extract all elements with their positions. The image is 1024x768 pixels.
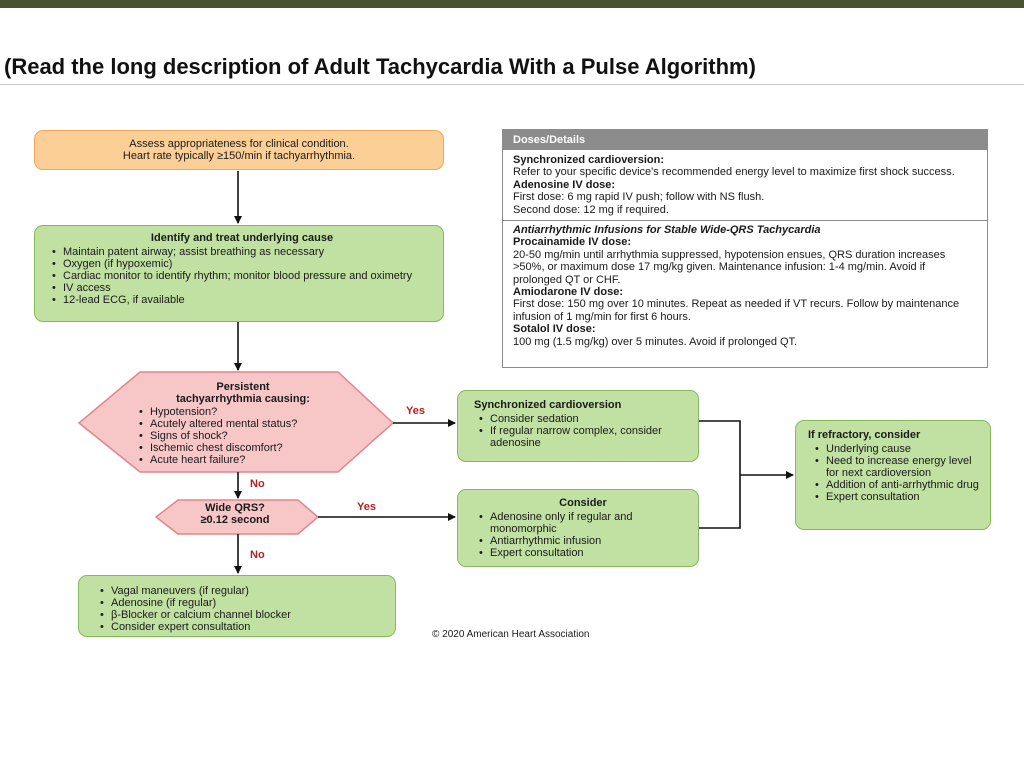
persistent-item: Acute heart failure? [139, 454, 358, 466]
assess-box: Assess appropriateness for clinical cond… [34, 130, 444, 170]
consider-item: Adenosine only if regular and monomorphi… [479, 511, 690, 535]
procainamide-dose-text: 20-50 mg/min until arrhythmia suppressed… [513, 248, 946, 286]
top-bar [0, 0, 1024, 8]
adenosine-dose-line-2: Second dose: 12 mg if required. [513, 203, 669, 216]
infusions-title: Antiarrhythmic Infusions for Stable Wide… [513, 224, 821, 237]
consider-box: Consider Adenosine only if regular and m… [457, 489, 699, 567]
refractory-title: If refractory, consider [808, 429, 921, 441]
wide-qrs-decision-text: Wide QRS? ≥0.12 second [155, 502, 315, 526]
refractory-item: Need to increase energy level for next c… [815, 455, 982, 479]
cardioversion-item: Consider sedation [479, 413, 690, 425]
persistent-decision-text: Persistent tachyarrhythmia causing: Hypo… [128, 381, 358, 466]
wide-qrs-line-1: Wide QRS? [205, 502, 265, 514]
sync-cardioversion-dose-title: Synchronized cardioversion: [513, 154, 664, 166]
vagal-item: Vagal maneuvers (if regular) [100, 585, 387, 597]
consider-title: Consider [559, 497, 607, 509]
identify-item: Cardiac monitor to identify rhythm; moni… [52, 270, 435, 282]
connector-consider [699, 475, 741, 529]
vagal-item: Adenosine (if regular) [100, 597, 387, 609]
sotalol-dose-title: Sotalol IV dose: [513, 323, 596, 336]
yes-label-wide-qrs: Yes [357, 501, 376, 513]
doses-section-infusions: Antiarrhythmic Infusions for Stable Wide… [503, 220, 987, 348]
doses-section-primary: Synchronized cardioversion: Refer to you… [503, 150, 987, 216]
persistent-item: Ischemic chest discomfort? [139, 442, 358, 454]
adenosine-dose-line-1: First dose: 6 mg rapid IV push; follow w… [513, 191, 765, 204]
refractory-item: Expert consultation [815, 491, 982, 503]
identify-treat-box: Identify and treat underlying cause Main… [34, 225, 444, 322]
consider-item: Expert consultation [479, 547, 690, 559]
doses-details-panel: Doses/Details Synchronized cardioversion… [502, 129, 988, 368]
vagal-item: β-Blocker or calcium channel blocker [100, 609, 387, 621]
no-label-persistent: No [250, 478, 265, 490]
page-title: (Read the long description of Adult Tach… [4, 54, 756, 79]
yes-label-persistent: Yes [406, 405, 425, 417]
assess-line-1: Assess appropriateness for clinical cond… [129, 138, 349, 150]
consider-item: Antiarrhythmic infusion [479, 535, 690, 547]
wide-qrs-decision-shape [154, 499, 320, 535]
amiodarone-dose-title: Amiodarone IV dose: [513, 286, 624, 299]
title-divider [0, 84, 1024, 85]
persistent-item: Hypotension? [139, 406, 358, 418]
persistent-item: Signs of shock? [139, 430, 358, 442]
procainamide-dose-title: Procainamide IV dose: [513, 236, 631, 249]
persistent-title-line-2: tachyarrhythmia causing: [176, 393, 310, 405]
doses-header: Doses/Details [503, 130, 987, 150]
identify-item: 12-lead ECG, if available [52, 294, 435, 306]
no-label-wide-qrs: No [250, 549, 265, 561]
persistent-title: Persistent tachyarrhythmia causing: [128, 381, 358, 405]
identify-item: Maintain patent airway; assist breathing… [52, 246, 435, 258]
vagal-item: Consider expert consultation [100, 621, 387, 633]
identify-title: Identify and treat underlying cause [150, 232, 334, 244]
sotalol-dose-text: 100 mg (1.5 mg/kg) over 5 minutes. Avoid… [513, 335, 798, 348]
cardioversion-title: Synchronized cardioversion [474, 399, 622, 411]
connector-cardioversion [699, 420, 741, 475]
cardioversion-item: If regular narrow complex, consider aden… [479, 425, 690, 449]
adenosine-dose-title: Adenosine IV dose: [513, 178, 616, 191]
refractory-item: Underlying cause [815, 443, 982, 455]
assess-line-2: Heart rate typically ≥150/min if tachyar… [122, 150, 356, 162]
refractory-box: If refractory, consider Underlying cause… [795, 420, 991, 530]
sync-cardioversion-dose-text: Refer to your specific device's recommen… [513, 166, 955, 179]
vagal-maneuvers-box: Vagal maneuvers (if regular) Adenosine (… [78, 575, 396, 637]
persistent-item: Acutely altered mental status? [139, 418, 358, 430]
identify-item: Oxygen (if hypoxemic) [52, 258, 435, 270]
identify-item: IV access [52, 282, 435, 294]
synchronized-cardioversion-box: Synchronized cardioversion Consider seda… [457, 390, 699, 462]
copyright-notice: © 2020 American Heart Association [432, 629, 590, 640]
amiodarone-dose-text: First dose: 150 mg over 10 minutes. Repe… [513, 298, 960, 323]
wide-qrs-line-2: ≥0.12 second [200, 514, 270, 526]
refractory-item: Addition of anti-arrhythmic drug [815, 479, 982, 491]
persistent-title-line-1: Persistent [216, 381, 270, 393]
